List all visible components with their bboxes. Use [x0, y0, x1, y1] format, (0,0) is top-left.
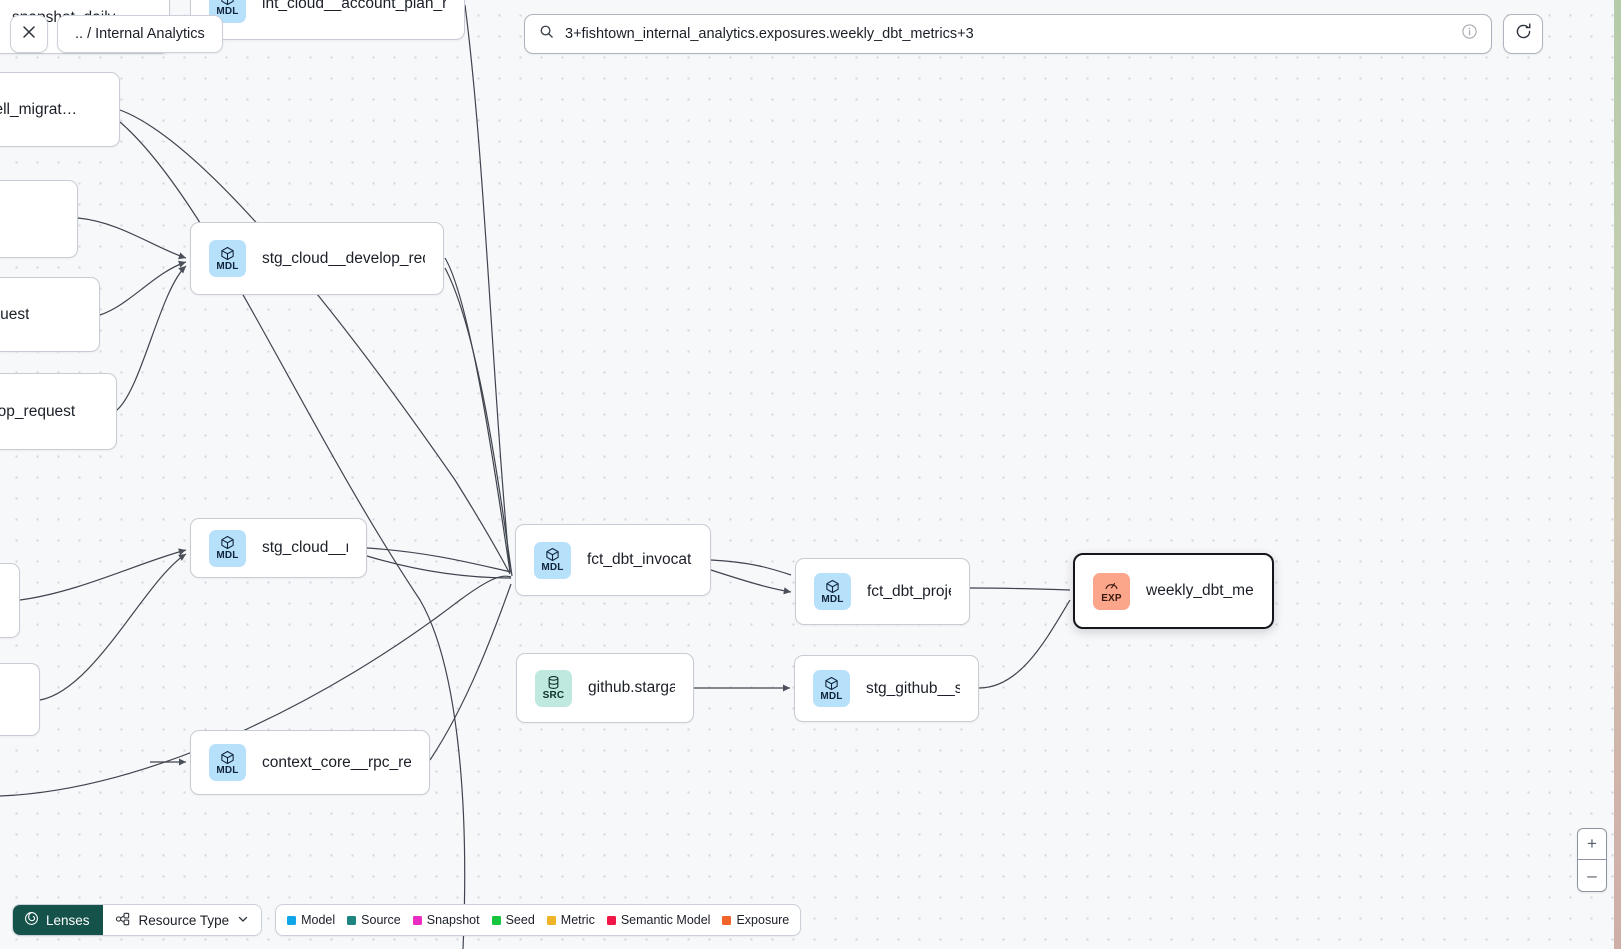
graph-node-label: _develop_request: [0, 402, 76, 420]
graph-node[interactable]: MDLvelop_request: [0, 277, 100, 352]
close-icon: [21, 24, 37, 45]
legend-label: Model: [301, 913, 336, 927]
graph-node-label: stg_cloud__develop_requests: [262, 249, 425, 267]
legend-swatch: [347, 915, 357, 925]
mdl-badge-icon: MDL: [814, 573, 851, 610]
lens-spiral-icon: [24, 911, 39, 929]
graph-node-label: int_cloud__account_plan_history: [262, 0, 446, 12]
search-controls: [524, 14, 1543, 54]
zoom-controls: + –: [1577, 828, 1607, 892]
legend-swatch: [491, 915, 501, 925]
legend-swatch: [546, 915, 556, 925]
graph-node-label: weekly_dbt_metrics: [1146, 582, 1254, 599]
src-badge-icon: SRC: [535, 669, 572, 707]
legend-item[interactable]: Snapshot: [412, 913, 480, 927]
legend-swatch: [412, 915, 422, 925]
breadcrumb-label: .. / Internal Analytics: [75, 26, 205, 42]
refresh-icon: [1514, 22, 1533, 46]
legend-label: Semantic Model: [620, 913, 711, 927]
mdl-badge-icon: MDL: [209, 529, 246, 567]
graph-node[interactable]: MDL stg_github__stars: [794, 655, 979, 722]
graph-node[interactable]: MDLmulticell_migrat…: [0, 72, 120, 147]
graph-node[interactable]: MDLp_request: [0, 180, 78, 258]
graph-node[interactable]: EXP weekly_dbt_metrics: [1073, 553, 1274, 629]
close-button[interactable]: [10, 15, 48, 53]
chevron-down-icon: [237, 913, 249, 928]
graph-node[interactable]: MDL_run: [0, 663, 40, 736]
graph-node-label: multicell_migrat…: [0, 100, 78, 118]
legend-swatch: [606, 915, 616, 925]
breadcrumb[interactable]: .. / Internal Analytics: [57, 15, 223, 53]
graph-node-label: stg_github__stars: [866, 679, 960, 697]
legend-item[interactable]: Source: [347, 913, 401, 927]
resource-type-label: Resource Type: [138, 912, 230, 928]
lenses-label: Lenses: [46, 912, 90, 928]
graph-node[interactable]: MDL stg_cloud__runs: [190, 518, 367, 578]
graph-node-label: context_core__rpc_request: [262, 753, 411, 771]
graph-node-label: fct_dbt_projects: [867, 582, 951, 600]
legend-label: Exposure: [736, 913, 790, 927]
refresh-button[interactable]: [1503, 14, 1543, 54]
node-graph-icon: [115, 911, 131, 930]
resource-type-legend: Model Source Snapshot Seed Metric Semantic Mo…: [275, 904, 802, 936]
legend-swatch: [287, 915, 297, 925]
lenses-button[interactable]: Lenses: [13, 905, 103, 935]
graph-node[interactable]: MDL fct_dbt_projects: [795, 558, 970, 625]
legend-item[interactable]: Seed: [491, 913, 535, 927]
info-circle-icon[interactable]: [1461, 23, 1478, 45]
search-box[interactable]: [524, 14, 1492, 54]
lens-group: Lenses Resource Type: [12, 904, 263, 936]
graph-node-label: stg_cloud__runs: [262, 539, 348, 556]
legend-item[interactable]: Metric: [546, 913, 595, 927]
graph-node[interactable]: MDL_develop_request: [0, 373, 117, 450]
exp-badge-icon: EXP: [1093, 572, 1130, 610]
graph-node[interactable]: SRC github.stargazers: [516, 653, 694, 723]
graph-node-label: velop_request: [0, 305, 30, 323]
legend-label: Seed: [505, 913, 535, 927]
graph-node[interactable]: MDL context_core__rpc_request: [190, 730, 430, 795]
legend-item[interactable]: Semantic Model: [606, 913, 711, 927]
legend-swatch: [722, 915, 732, 925]
mdl-badge-icon: MDL: [209, 240, 246, 277]
legend-label: Source: [361, 913, 401, 927]
graph-node[interactable]: MDL stg_cloud__develop_requests: [190, 222, 444, 295]
legend-item[interactable]: Exposure: [722, 913, 789, 927]
mdl-badge-icon: MDL: [813, 670, 850, 707]
legend-label: Snapshot: [426, 913, 480, 927]
graph-node[interactable]: MDL fct_dbt_invocations: [515, 524, 711, 596]
zoom-in-button[interactable]: +: [1578, 829, 1606, 860]
legend-label: Metric: [560, 913, 595, 927]
top-left-controls: .. / Internal Analytics: [10, 15, 223, 53]
legend-item[interactable]: Model: [287, 913, 335, 927]
mdl-badge-icon: MDL: [534, 541, 571, 579]
mdl-badge-icon: MDL: [209, 744, 246, 781]
search-input[interactable]: [565, 26, 1450, 42]
zoom-out-button[interactable]: –: [1587, 865, 1597, 885]
graph-node-label: github.stargazers: [588, 679, 675, 696]
resource-type-dropdown[interactable]: Resource Type: [102, 905, 262, 935]
search-icon: [539, 24, 554, 44]
graph-node[interactable]: MDLn: [0, 563, 20, 638]
graph-node-label: fct_dbt_invocations: [587, 551, 692, 568]
bottom-toolbar: Lenses Resource Type: [12, 904, 802, 936]
right-edge-strip: [1614, 0, 1621, 949]
